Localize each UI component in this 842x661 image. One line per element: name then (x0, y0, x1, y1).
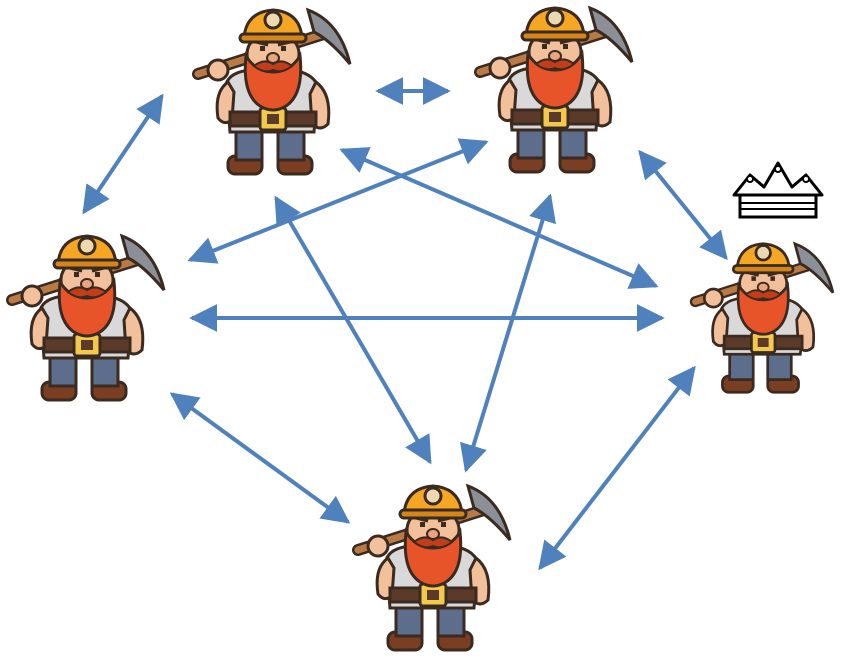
dwarf-top-right-miner-dwarf-icon (480, 8, 632, 172)
arrow-dwarf-top-right-to-dwarf-bottom (460, 193, 556, 473)
arrow-dwarf-top-left-to-dwarf-right (339, 147, 659, 289)
arrow-dwarf-left-to-dwarf-bottom (169, 392, 351, 524)
arrow-dwarf-top-right-to-dwarf-left (187, 138, 489, 264)
edge-layer (82, 77, 728, 571)
crown-icon (732, 161, 824, 219)
arrow-dwarf-top-left-to-dwarf-left (82, 93, 164, 215)
dwarf-right-miner-dwarf-icon (695, 244, 833, 393)
node-layer (12, 8, 833, 650)
dwarf-bottom-miner-dwarf-icon (358, 486, 510, 650)
arrow-dwarf-top-left-to-dwarf-bottom (274, 195, 432, 465)
arrow-dwarf-top-right-to-dwarf-right (638, 149, 728, 261)
dwarf-left-miner-dwarf-icon (12, 236, 164, 400)
dwarf-top-left-miner-dwarf-icon (198, 10, 350, 174)
arrow-dwarf-right-to-dwarf-bottom (538, 365, 696, 571)
